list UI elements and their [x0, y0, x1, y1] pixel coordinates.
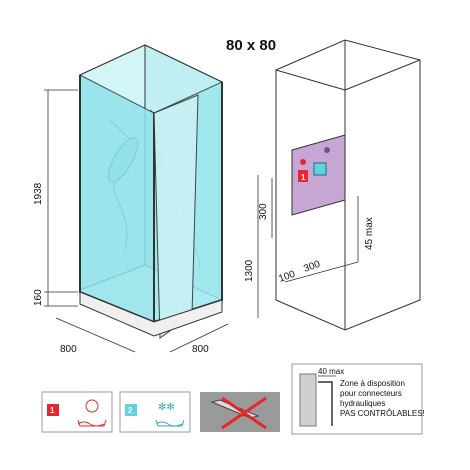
legend-badge-1-label: 1: [50, 406, 55, 415]
side-dim-label: 40 max: [318, 367, 344, 376]
note-line-3: hydrauliques: [340, 399, 385, 408]
hot-bath-icon: [77, 419, 107, 427]
note-line-4: PAS CONTRÔLABLES!: [340, 409, 425, 418]
diagram-title: 80 x 80: [226, 37, 276, 54]
legend-hot-water: [41, 391, 113, 433]
hot-connector-icon: [300, 159, 306, 165]
zone-height-label: 300: [258, 203, 269, 220]
zone-width-dim-line: [284, 261, 359, 283]
width-left-dim-line: [55, 317, 136, 353]
front-left-glass: [79, 74, 155, 323]
wall-dimensions: [257, 175, 359, 318]
cabin-dimensions: [44, 89, 229, 353]
width-right-dim-line: [169, 323, 229, 353]
sun-icon: [85, 399, 99, 413]
shower-tray: [79, 291, 223, 337]
pipe-icon: [318, 381, 333, 426]
legend-badge-2-label: 2: [128, 406, 133, 415]
cabin-height-label: 1938: [33, 182, 44, 205]
wall-height-label: 1300: [244, 259, 255, 282]
wall-diagram: [275, 39, 421, 331]
cabin-door: [153, 94, 199, 339]
cabin-width-right-label: 800: [192, 344, 209, 355]
legend-badge-2: [125, 404, 137, 416]
cabin-base-height-label: 160: [33, 289, 44, 306]
snowflake-icon: ✻✻: [158, 402, 175, 413]
max-offset-label: 45 max: [364, 217, 375, 250]
legend-badge-1: [47, 404, 59, 416]
wall-section-icon: [299, 373, 317, 427]
zone-marker-1: [298, 170, 308, 182]
zone-marker-1-label: 1: [301, 173, 306, 182]
cold-bath-icon: [155, 419, 185, 427]
connector-point-icon: [324, 147, 330, 153]
shower-cabin: [78, 44, 224, 339]
note-line-2: pour connecteurs: [340, 389, 402, 398]
cabin-width-left-label: 800: [60, 344, 77, 355]
wall-top-edge-2: [344, 59, 421, 91]
cross-line-2: [221, 396, 267, 430]
legend-connector-note: [291, 363, 423, 435]
note-line-1: Zone à disposition: [340, 379, 405, 388]
zone-marker-2: [313, 162, 327, 176]
legend-no-sealant: [200, 392, 280, 432]
wall-top-edge: [275, 69, 346, 91]
legend-cold-water: ✻✻: [119, 391, 191, 433]
